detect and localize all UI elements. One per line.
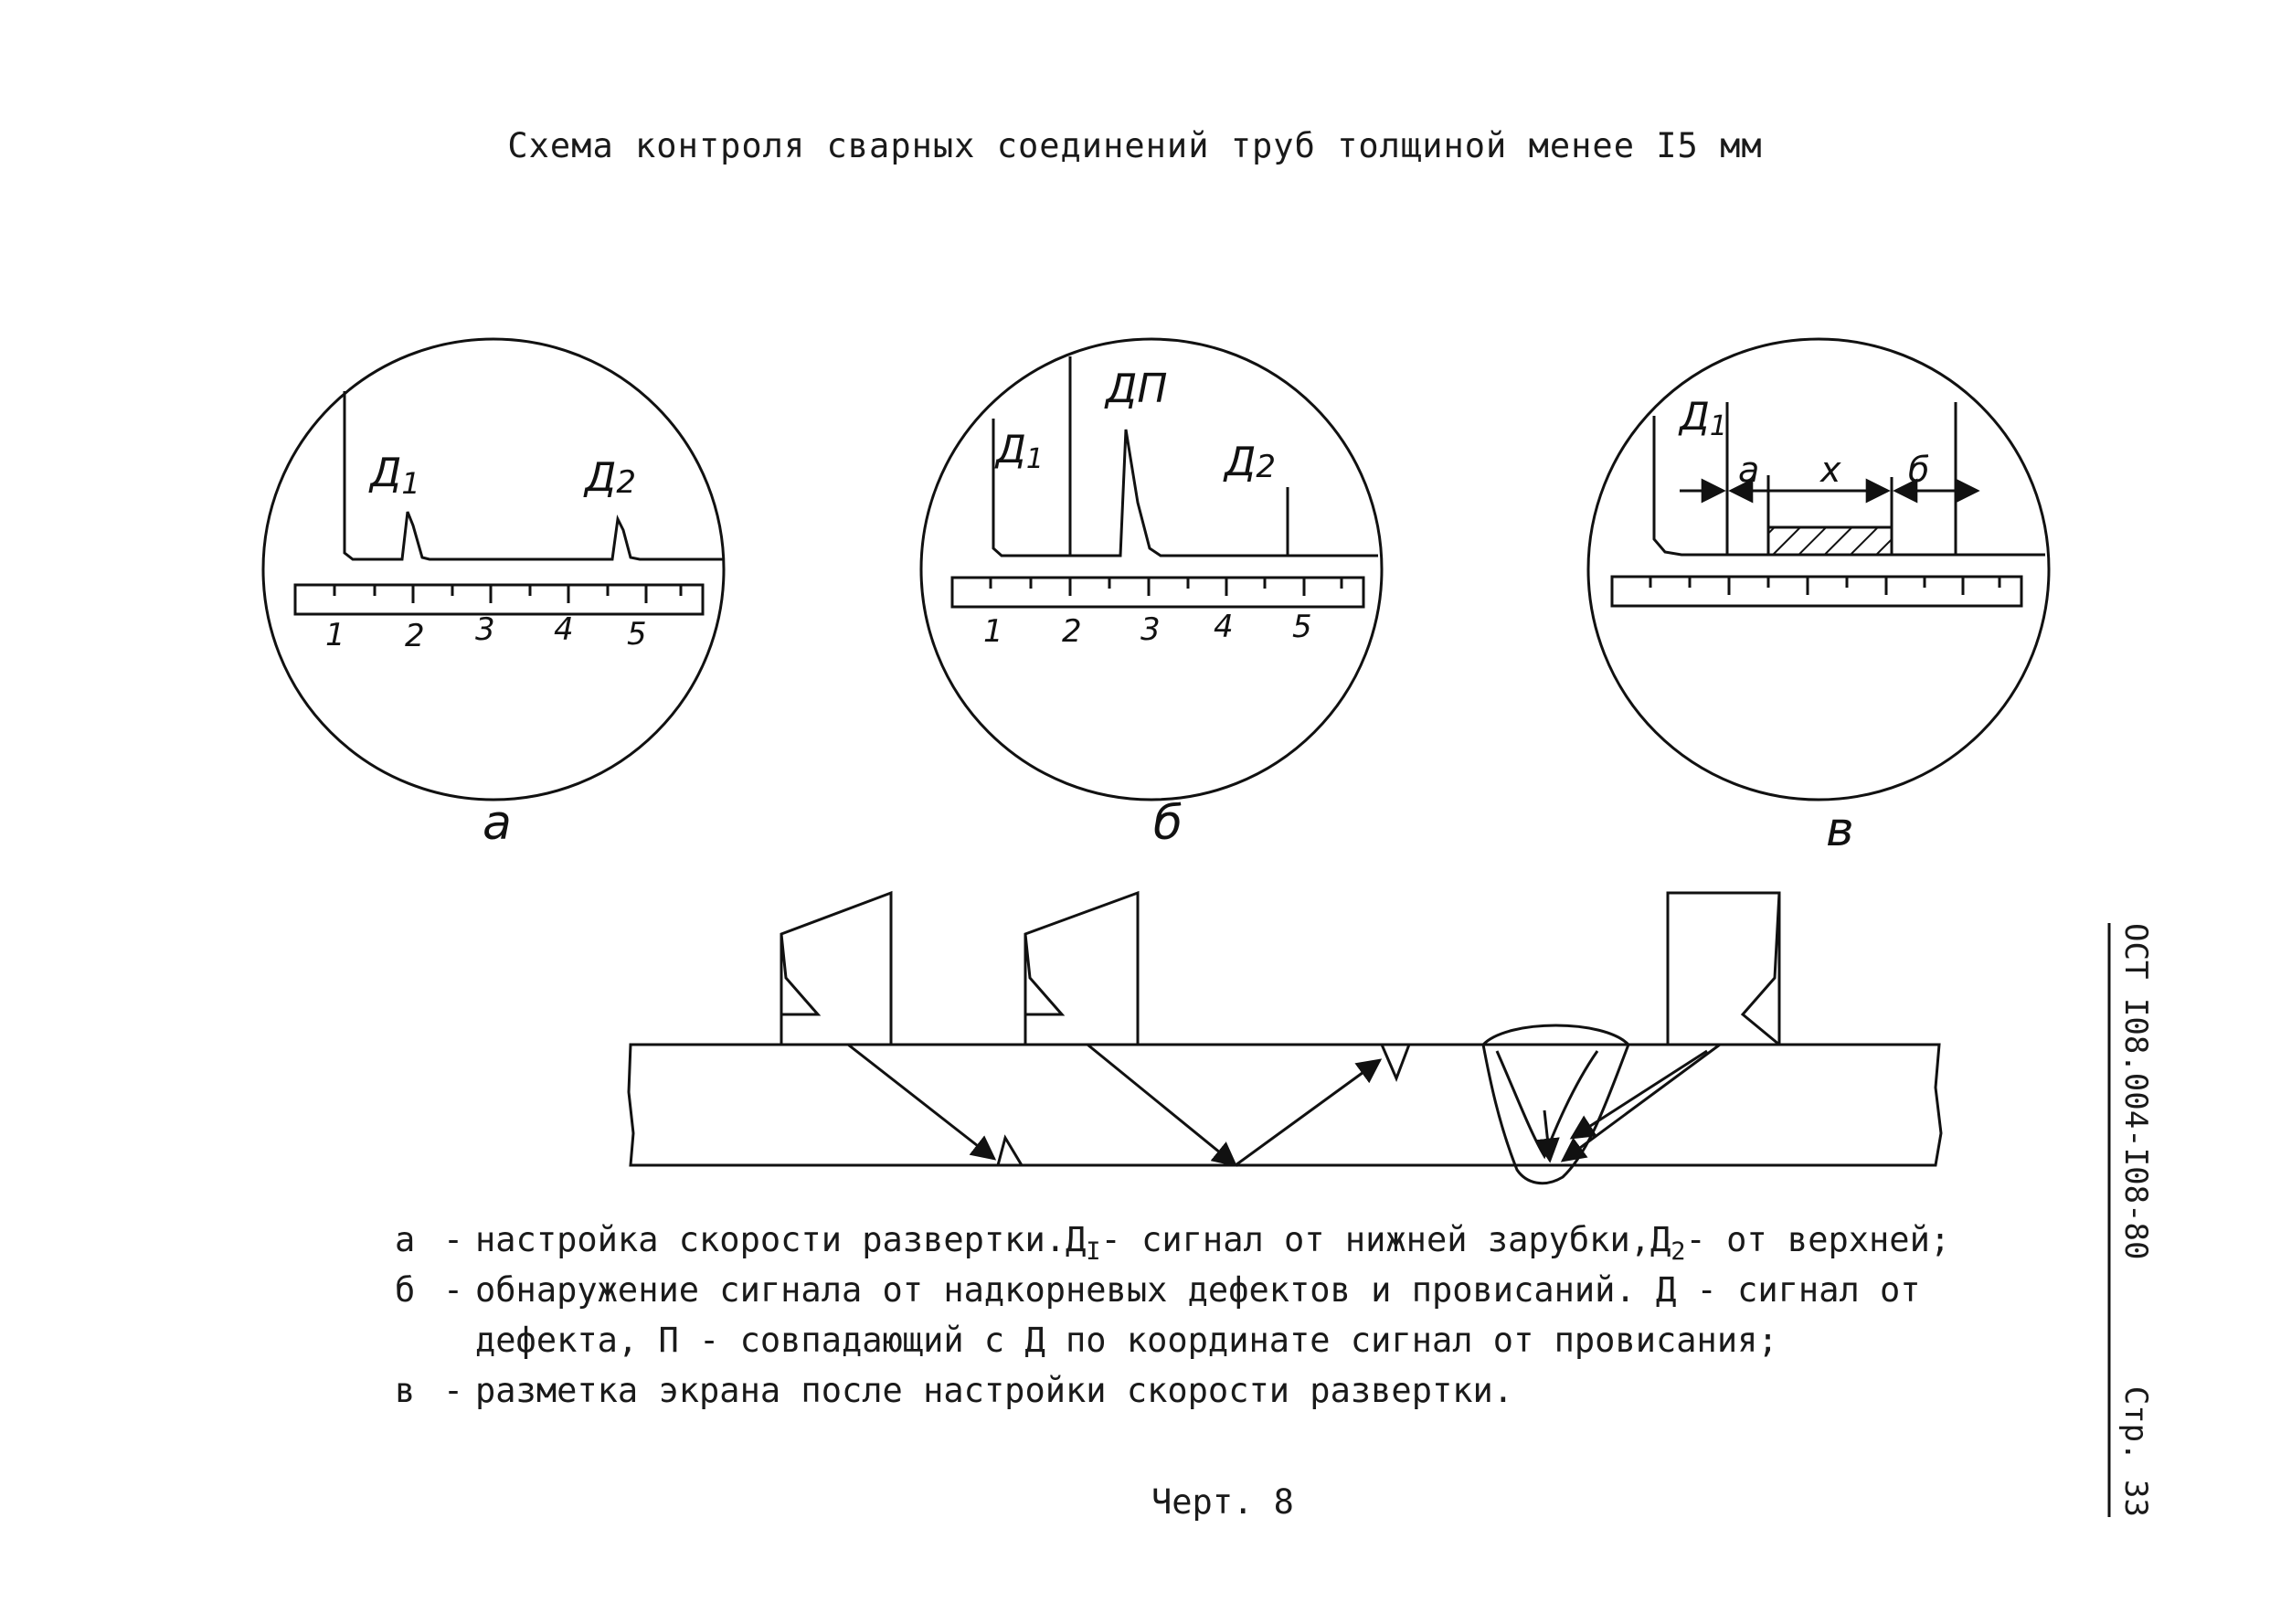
probe-1 [780, 890, 893, 1045]
oscilloscope-screen-b [919, 337, 1384, 801]
hatched-zone-c [1766, 525, 1893, 557]
scale-number: 4 [554, 611, 574, 648]
scale-numbers-b: 1 2 3 4 5 [983, 609, 1312, 650]
oscilloscope-screen-c [1586, 337, 2051, 801]
oscilloscope-screen-a [261, 337, 726, 801]
probe-3 [1666, 891, 1781, 1045]
panel-letter-c: в [1826, 802, 1854, 857]
signal-label-d2-b: Д2 [1223, 439, 1276, 485]
scale-ticks-b [989, 578, 1343, 596]
scale-bar-c [1610, 575, 2023, 608]
screen-circle-c [1586, 337, 2051, 801]
signal-label-d1-b: Д1 [994, 427, 1044, 475]
scale-number: 5 [1292, 609, 1312, 645]
side-stamp-rule [2107, 923, 2111, 1517]
probe-2-notch [1024, 933, 1066, 1016]
legend-line-a: а-настройка скорости развертки.ДI- сигна… [395, 1220, 1951, 1266]
dimension-label-x-c: х [1819, 450, 1841, 490]
lower-notch [996, 1134, 1024, 1166]
scale-number: 1 [983, 613, 1003, 650]
scale-ticks-a [333, 585, 683, 603]
screen-circle-a [261, 337, 726, 801]
beam-path-weld [1534, 1109, 1560, 1163]
side-stamp: ОСТ I08.004-I08-80 Стр. 33 [2107, 923, 2154, 1517]
figure-label: Черт. 8 [1151, 1482, 1294, 1522]
scale-bar-b [950, 576, 1365, 609]
weld-bead [1481, 1024, 1630, 1185]
beam-path-2a [1087, 1043, 1238, 1167]
screen-circle-b [919, 337, 1384, 801]
signal-label-d2-a: Д2 [583, 454, 636, 501]
beam-path-2b [1235, 1058, 1383, 1167]
scale-number: 2 [405, 618, 425, 654]
page-number: Стр. 33 [2117, 1385, 2154, 1517]
pipe-wall [627, 1043, 1943, 1167]
dimension-label-b-c: б [1908, 450, 1929, 490]
panel-letter-a: а [483, 796, 512, 851]
upper-notch [1380, 1044, 1411, 1082]
scale-numbers-a: 1 2 3 4 5 [325, 611, 647, 654]
document-code: ОСТ I08.004-I08-80 [2117, 923, 2154, 1260]
probe-1-notch [780, 933, 822, 1016]
panel-letter-b: б [1153, 796, 1183, 851]
probe-2 [1024, 890, 1140, 1045]
scale-number: 3 [475, 611, 495, 648]
scale-number: 3 [1140, 611, 1161, 648]
page-title: Схема контроля сварных соединений труб т… [507, 126, 1763, 165]
beam-path-3a [1560, 1043, 1721, 1162]
legend-line-b-cont: дефекта, П - совпадающий с Д по координа… [475, 1321, 1778, 1360]
pipe-section [627, 890, 1943, 1185]
scale-bar-a [293, 583, 705, 616]
scale-number: 2 [1062, 613, 1082, 650]
probe-3-notch [1740, 892, 1781, 1046]
scale-number: 1 [325, 617, 345, 653]
signal-label-dp-b: ДП [1104, 366, 1167, 412]
dimension-label-a-c: а [1738, 450, 1759, 490]
sweep-trace-b [992, 419, 1378, 557]
legend-line-b: б-обнаружение сигнала от надкорневых деф… [395, 1270, 1921, 1310]
sweep-trace-a [343, 391, 724, 561]
signal-label-d1-c: Д1 [1678, 394, 1727, 442]
scale-number: 4 [1214, 609, 1234, 645]
scale-number: 5 [627, 616, 647, 653]
legend-line-c: в-разметка экрана после настройки скорос… [395, 1371, 1514, 1410]
signal-label-d1-a: Д1 [368, 450, 420, 501]
beam-path-1 [847, 1043, 997, 1161]
beam-path-3b [1569, 1049, 1708, 1140]
scale-ticks-c [1649, 577, 2001, 595]
